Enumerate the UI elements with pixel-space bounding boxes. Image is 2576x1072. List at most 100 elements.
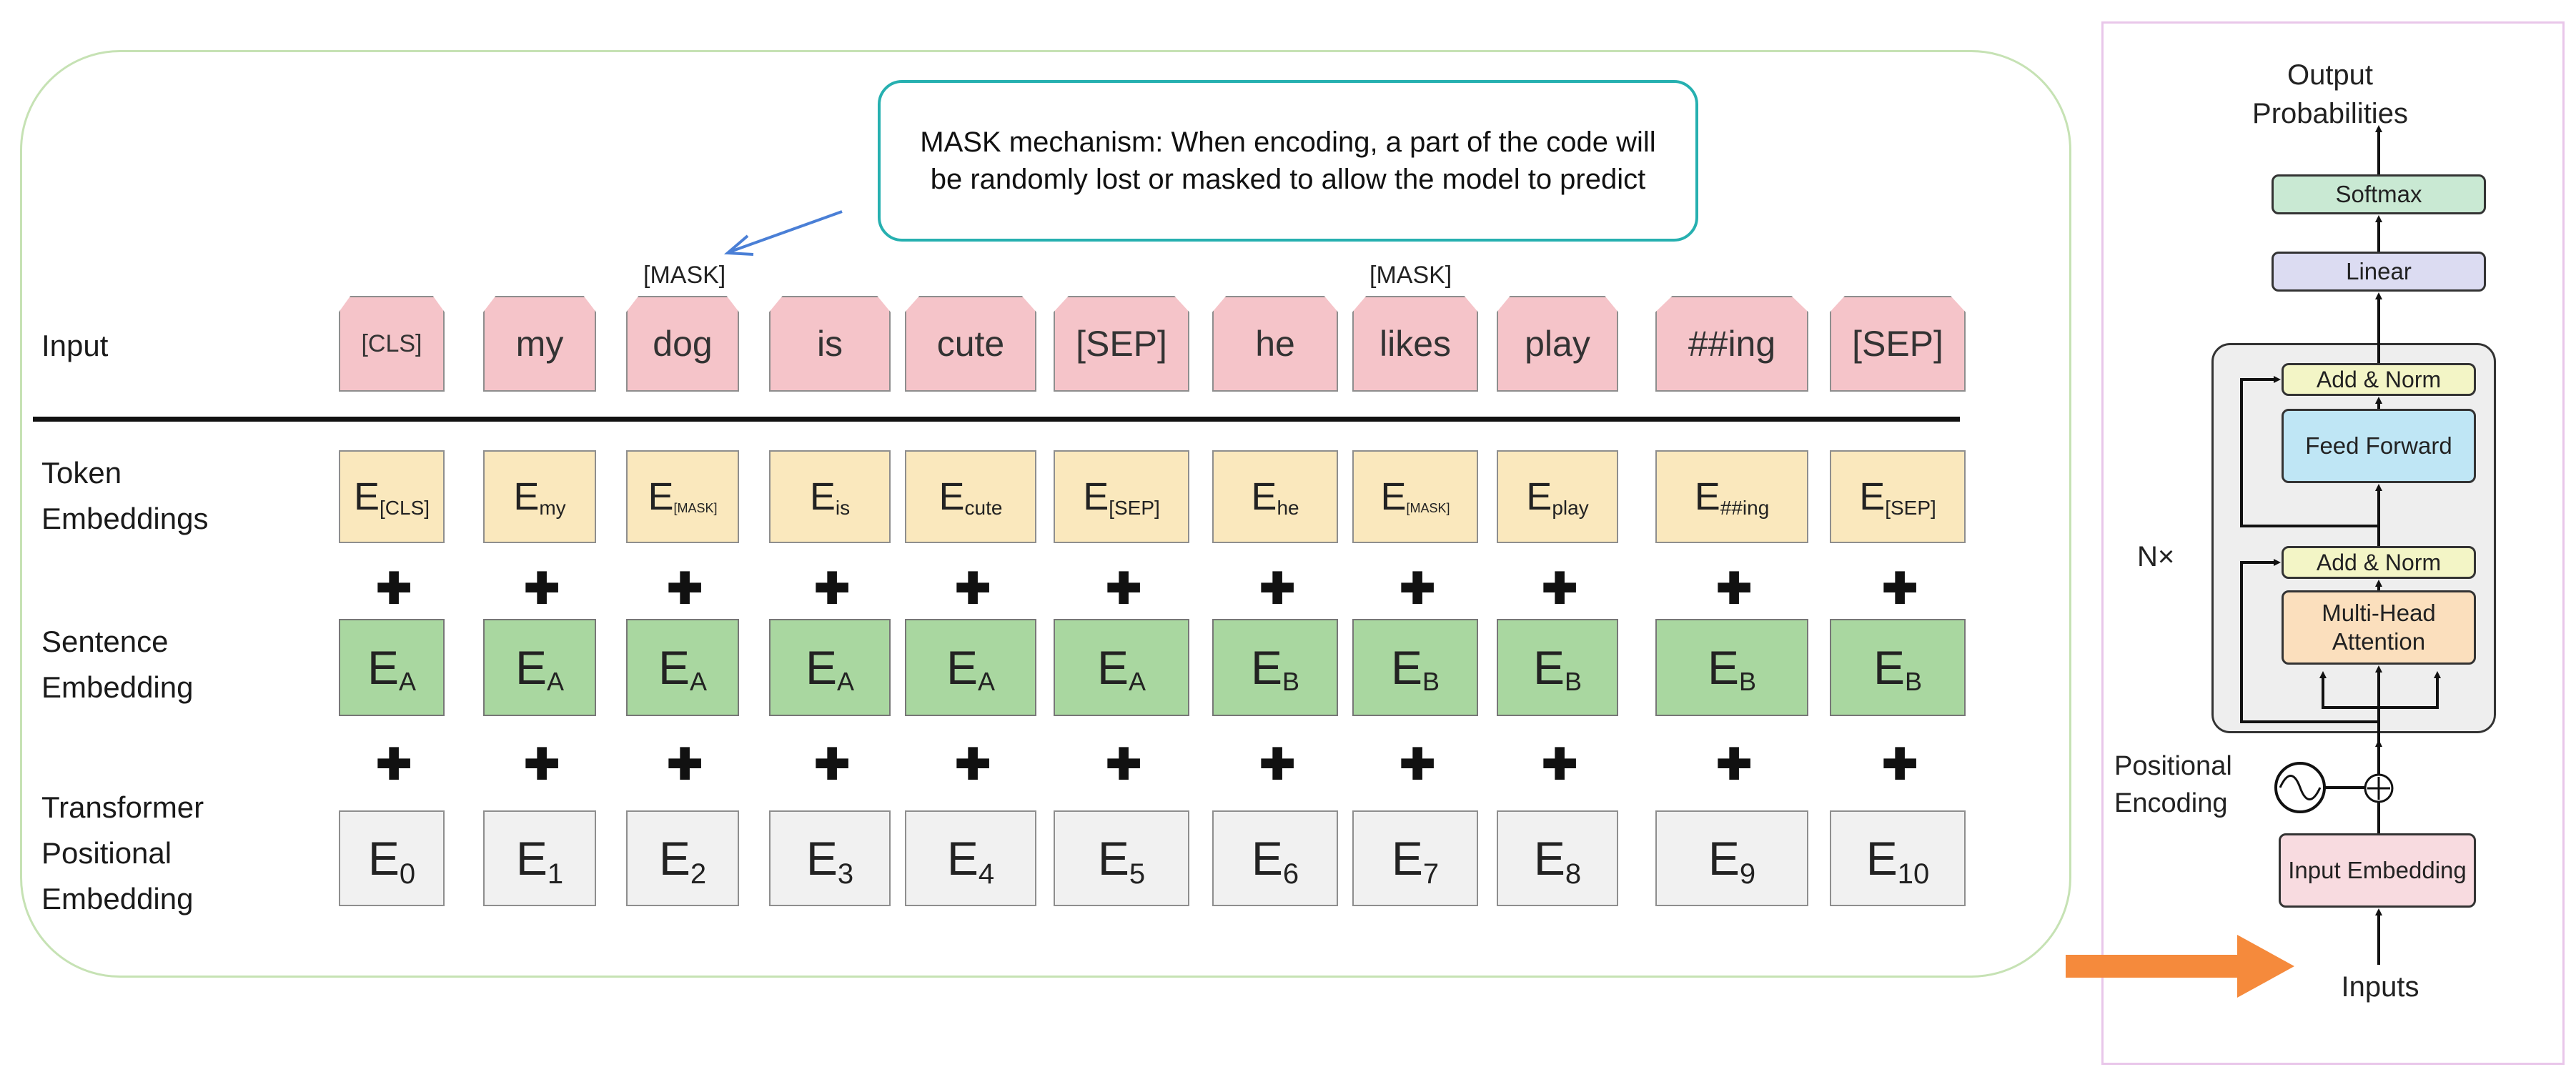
sentence-embedding-main-text: E xyxy=(1250,641,1282,694)
token-embedding-subscript-text: [MASK] xyxy=(1406,500,1450,515)
input-token-text: dog xyxy=(653,324,713,364)
token-embedding-0: E[CLS] xyxy=(339,450,445,543)
sentence-embedding-subscript-text: A xyxy=(1129,667,1146,696)
token-embedding-5: E[SEP] xyxy=(1054,450,1189,543)
encoder-block xyxy=(2211,343,2496,733)
token-embedding-main-text: E xyxy=(938,475,965,518)
input-token-8: play xyxy=(1497,296,1618,392)
positional-encoding-icon xyxy=(2274,762,2364,813)
plus-icon: ✚ xyxy=(667,740,703,788)
input-token-9: ##ing xyxy=(1655,296,1808,392)
token-embedding-subscript-text: cute xyxy=(964,497,1003,519)
input-token-text: cute xyxy=(936,324,1005,364)
multi-head-attention-block: Multi-Head Attention xyxy=(2282,590,2476,665)
token-embedding-subscript-text: [MASK] xyxy=(673,500,718,515)
plus-icon: ✚ xyxy=(814,565,851,612)
sentence-embedding-main-text: E xyxy=(515,641,547,694)
positional-embedding-subscript-text: 2 xyxy=(690,858,707,890)
input-token-text: is xyxy=(816,324,843,364)
sentence-embedding-subscript-text: B xyxy=(1422,667,1440,696)
plus-icon: ✚ xyxy=(814,740,851,788)
input-token-2: dog xyxy=(626,296,739,392)
nx-label: N× xyxy=(2137,541,2175,572)
sentence-embedding-subscript-text: A xyxy=(547,667,565,696)
input-token-7: likes xyxy=(1352,296,1478,392)
positional-embedding-subscript-text: 1 xyxy=(547,858,564,890)
mask-label-likes: [MASK] xyxy=(1369,262,1452,289)
plus-icon: ✚ xyxy=(1400,740,1436,788)
softmax-block: Softmax xyxy=(2272,174,2486,214)
token-embedding-main-text: E xyxy=(1859,475,1886,518)
token-embedding-subscript-text: [CLS] xyxy=(380,497,430,519)
linear-block: Linear xyxy=(2272,252,2486,292)
plus-icon: ✚ xyxy=(1542,740,1578,788)
sentence-embedding-subscript-text: A xyxy=(978,667,996,696)
add-circle-icon xyxy=(2364,773,2394,803)
sentence-embedding-main-text: E xyxy=(1532,641,1565,694)
add-norm-top-label: Add & Norm xyxy=(2316,367,2442,392)
token-embedding-10: E[SEP] xyxy=(1830,450,1966,543)
input-token-1: my xyxy=(483,296,596,392)
positional-embedding-subscript-text: 3 xyxy=(837,858,854,890)
plus-icon: ✚ xyxy=(667,565,703,612)
plus-icon: ✚ xyxy=(1400,565,1436,612)
sentence-embedding-main-text: E xyxy=(367,641,399,694)
feed-forward-block: Feed Forward xyxy=(2282,409,2476,483)
token-embedding-main-text: E xyxy=(1380,475,1407,518)
input-token-text: [SEP] xyxy=(1076,324,1167,364)
token-embedding-subscript-text: [SEP] xyxy=(1109,497,1160,519)
input-token-text: likes xyxy=(1379,324,1452,364)
plus-icon: ✚ xyxy=(1882,740,1918,788)
positional-embedding-main-text: E xyxy=(1251,832,1283,885)
plus-icon: ✚ xyxy=(1542,565,1578,612)
plus-icon: ✚ xyxy=(1106,565,1142,612)
inputs-label: Inputs xyxy=(2341,971,2419,1003)
positional-embedding-main-text: E xyxy=(946,832,979,885)
plus-icon: ✚ xyxy=(376,565,412,612)
mask-mechanism-callout: MASK mechanism: When encoding, a part of… xyxy=(878,80,1698,242)
token-embedding-main-text: E xyxy=(353,475,380,518)
input-token-text: [SEP] xyxy=(1852,324,1943,364)
sentence-embedding-subscript-text: B xyxy=(1739,667,1757,696)
positional-embedding-main-text: E xyxy=(1533,832,1565,885)
positional-embedding-main-text: E xyxy=(1708,832,1740,885)
token-embedding-main-text: E xyxy=(1526,475,1552,518)
token-embedding-main-text: E xyxy=(809,475,836,518)
plus-icon: ✚ xyxy=(1259,565,1296,612)
callout-text: MASK mechanism: When encoding, a part of… xyxy=(920,126,1656,195)
plus-icon: ✚ xyxy=(955,565,991,612)
orange-arrow-icon xyxy=(2066,935,2294,998)
input-embedding-label: Input Embedding xyxy=(2288,857,2467,883)
token-embedding-7: E[MASK] xyxy=(1352,450,1478,543)
row-label-positional-embedding: Transformer Positional Embedding xyxy=(41,790,204,915)
token-embedding-main-text: E xyxy=(648,475,674,518)
sentence-embedding-subscript-text: A xyxy=(690,667,708,696)
output-probabilities-label: Output Probabilities xyxy=(2252,59,2408,129)
plus-icon: ✚ xyxy=(955,740,991,788)
positional-embedding-subscript-text: 9 xyxy=(1739,858,1756,890)
plus-icon: ✚ xyxy=(1716,565,1753,612)
sentence-embedding-main-text: E xyxy=(1873,641,1905,694)
row-label-sentence-embedding: Sentence Embedding xyxy=(41,625,194,704)
positional-embedding-main-text: E xyxy=(367,832,400,885)
plus-icon: ✚ xyxy=(1106,740,1142,788)
